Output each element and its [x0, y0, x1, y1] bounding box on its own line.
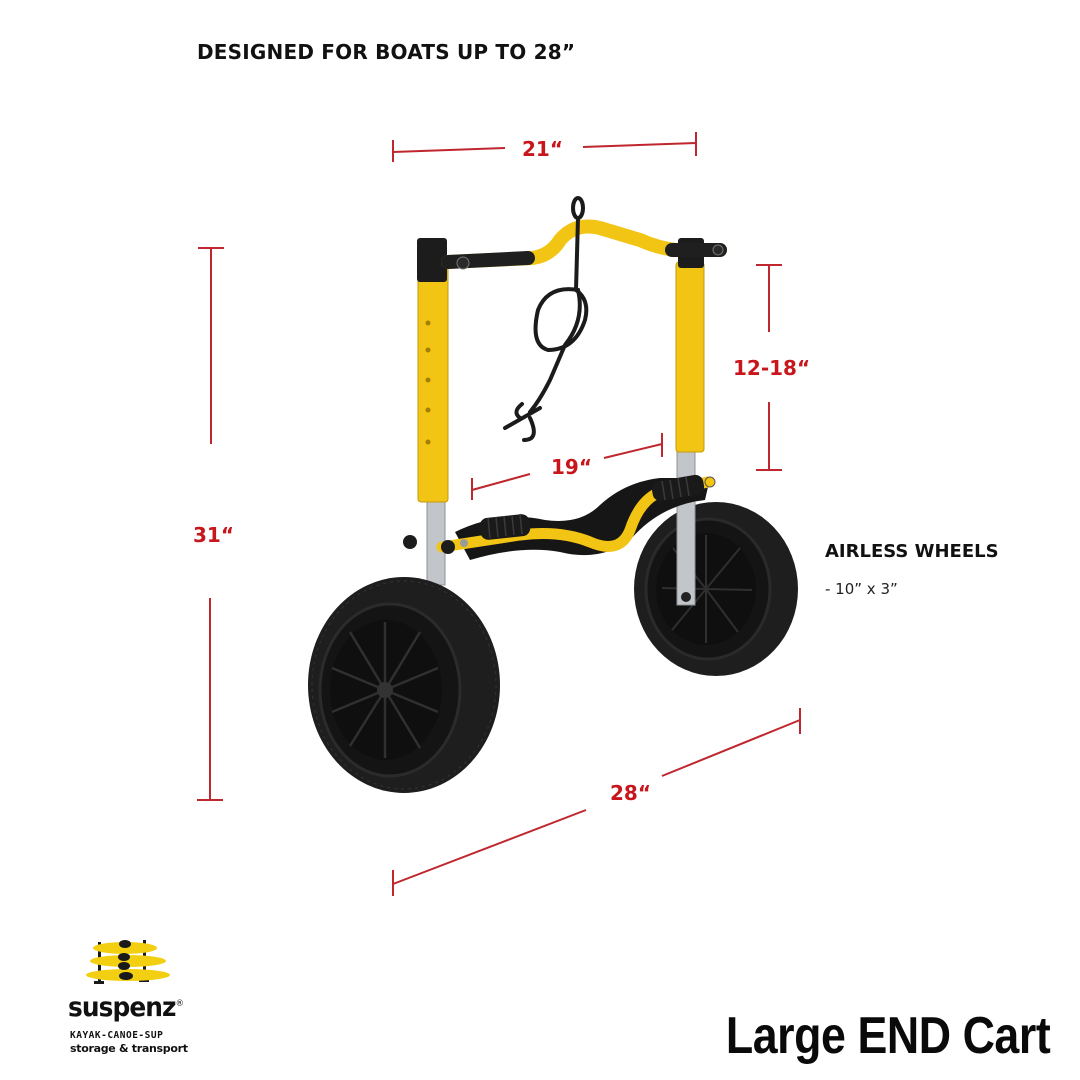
brand-tagline-2: storage & transport	[70, 1042, 188, 1055]
wheel-right	[634, 502, 798, 676]
dimension-total-height: 31“	[193, 523, 234, 547]
dimension-top-width: 21“	[522, 137, 563, 161]
cart-frame	[308, 196, 798, 793]
bungee-cord	[503, 196, 589, 442]
registered-mark: ®	[175, 999, 184, 1009]
feature-wheels-spec: - 10” x 3”	[825, 580, 898, 598]
dimension-lines	[197, 132, 801, 896]
product-title: Large END Cart	[725, 1007, 1051, 1065]
brand-tagline-1: KAYAK-CANOE-SUP	[70, 1030, 164, 1041]
brand-name: suspenz	[68, 992, 177, 1023]
dimension-axle-width: 28“	[610, 781, 651, 805]
wheel-left	[308, 577, 500, 793]
headline: DESIGNED FOR BOATS UP TO 28”	[197, 40, 576, 64]
feature-wheels-title: AIRLESS WHEELS	[825, 541, 999, 562]
suspenz-logo-icon	[86, 940, 170, 984]
dimension-cradle-width: 19“	[551, 455, 592, 479]
brand-logo-wordmark: suspenz®	[68, 992, 184, 1023]
dimension-adjustable-height: 12-18“	[733, 356, 811, 380]
